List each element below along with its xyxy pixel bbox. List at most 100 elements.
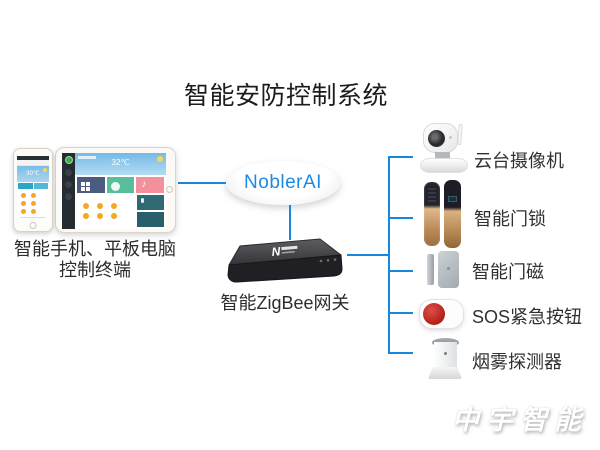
- device-dot-icon: [111, 213, 117, 219]
- device-dot-icon: [21, 209, 26, 215]
- terminal-label-line1: 智能手机、平板电脑: [14, 239, 176, 259]
- connector-branch-smoke: [388, 352, 413, 354]
- smoke-detector-icon: [428, 338, 462, 380]
- phone-weather-header: 30℃: [17, 165, 49, 182]
- smoke-base: [428, 367, 462, 379]
- tablet-temperature: 32℃: [111, 158, 130, 167]
- tablet-tiles-row: ♪: [75, 175, 166, 195]
- device-dot-icon: [111, 203, 117, 209]
- lock-screen: [448, 196, 457, 202]
- connector-tablet-to-cloud: [178, 182, 226, 184]
- magnet-led: [447, 267, 450, 270]
- tablet-image: 32℃ ♪: [55, 147, 176, 233]
- smoke-led: [444, 352, 447, 355]
- tablet-tile-mode: [106, 177, 135, 193]
- connector-branch-sos: [388, 312, 413, 314]
- camera-base: [420, 158, 468, 173]
- tablet-info-tile: [136, 212, 164, 227]
- tablet-lower-area: [75, 195, 166, 229]
- terminal-label-line2: 控制终端: [59, 260, 131, 280]
- circle-icon: [110, 182, 120, 191]
- gateway-logo-icon: N: [271, 244, 298, 259]
- tablet-sidebar-icon: [65, 181, 72, 188]
- gateway-front-face: [227, 254, 343, 283]
- device-label-lock: 智能门锁: [474, 209, 546, 229]
- terminal-label: 智能手机、平板电脑 控制终端: [0, 239, 190, 281]
- device-dot-icon: [31, 193, 36, 199]
- cloud-node: NoblerAI: [226, 161, 340, 205]
- device-dot-icon: [97, 203, 103, 209]
- tablet-tile-scenes: [77, 177, 105, 193]
- phone-home-button: [29, 222, 37, 229]
- zigbee-gateway-image: N: [227, 238, 343, 283]
- camera-led: [449, 136, 452, 139]
- gateway-led: [319, 259, 323, 263]
- watermark: 中宇智能: [452, 405, 588, 436]
- phone-tile: [18, 182, 33, 190]
- phone-slider: [20, 217, 46, 221]
- sos-red-button: [423, 303, 445, 325]
- tablet-weather-header: 32℃: [75, 153, 166, 175]
- device-dot-icon: [31, 201, 36, 207]
- device-label-smoke: 烟雾探测器: [472, 352, 562, 372]
- magnet-body: [438, 251, 459, 288]
- device-dot-icon: [21, 201, 26, 207]
- connector-branch-lock: [388, 217, 413, 219]
- device-label-camera: 云台摄像机: [474, 151, 564, 171]
- device-label-magnet: 智能门磁: [472, 262, 544, 282]
- gateway-label: 智能ZigBee网关: [220, 293, 350, 313]
- tablet-tile-music: ♪: [136, 177, 165, 193]
- tablet-sidebar: [62, 153, 75, 229]
- tablet-app-logo-icon: [64, 156, 73, 164]
- tablet-device-icons-panel: [77, 195, 135, 227]
- phone-tiles-row: [17, 181, 49, 191]
- device-label-sos: SOS紧急按钮: [472, 307, 583, 327]
- tablet-sidebar-icon: [65, 193, 72, 200]
- tablet-screen: 32℃ ♪: [62, 153, 166, 229]
- smoke-body: [434, 342, 457, 368]
- music-note-icon: ♪: [141, 179, 147, 190]
- device-dot-icon: [31, 209, 36, 215]
- door-magnet-icon: [427, 251, 461, 288]
- grid-icon: [81, 182, 90, 191]
- door-lock-icon: [424, 180, 462, 248]
- ptz-camera-icon: [420, 123, 470, 173]
- sos-button-icon: [419, 299, 464, 329]
- door-lock-front: [424, 182, 440, 246]
- device-dot-icon: [83, 213, 89, 219]
- device-dot-icon: [21, 193, 26, 199]
- phone-device-icons-panel: [17, 190, 49, 218]
- tablet-side-tiles: [136, 195, 164, 227]
- camera-head: [423, 123, 458, 153]
- phone-screen: 30℃: [17, 156, 49, 221]
- page-title: 智能安防控制系统: [184, 82, 389, 110]
- connector-cloud-to-gateway: [289, 204, 291, 240]
- tablet-voice-tile: [136, 195, 164, 210]
- smartphone-image: 30℃: [13, 148, 53, 232]
- phone-tile: [33, 182, 48, 190]
- magnet-bar: [427, 254, 434, 285]
- connector-branch-magnet: [388, 270, 413, 272]
- phone-status-bar: [17, 156, 49, 161]
- svg-text:N: N: [271, 244, 281, 259]
- gateway-led: [333, 258, 337, 261]
- phone-nav-bar: [17, 160, 49, 166]
- keypad: [428, 188, 436, 202]
- tablet-sidebar-icon: [65, 169, 72, 176]
- camera-antenna: [457, 123, 463, 146]
- phone-temperature: 30℃: [26, 170, 40, 177]
- camera-neck: [435, 152, 450, 160]
- connector-trunk: [388, 156, 390, 354]
- cloud-label: NoblerAI: [244, 172, 322, 193]
- device-dot-icon: [97, 213, 103, 219]
- door-lock-back: [444, 180, 461, 248]
- tablet-main-area: 32℃ ♪: [75, 153, 166, 229]
- connector-branch-camera: [388, 156, 413, 158]
- device-dot-icon: [83, 203, 89, 209]
- tablet-header-text: [78, 156, 96, 159]
- tablet-home-button: [166, 186, 173, 193]
- microphone-icon: [140, 198, 144, 203]
- camera-lens: [428, 130, 445, 147]
- sun-icon: [157, 156, 163, 162]
